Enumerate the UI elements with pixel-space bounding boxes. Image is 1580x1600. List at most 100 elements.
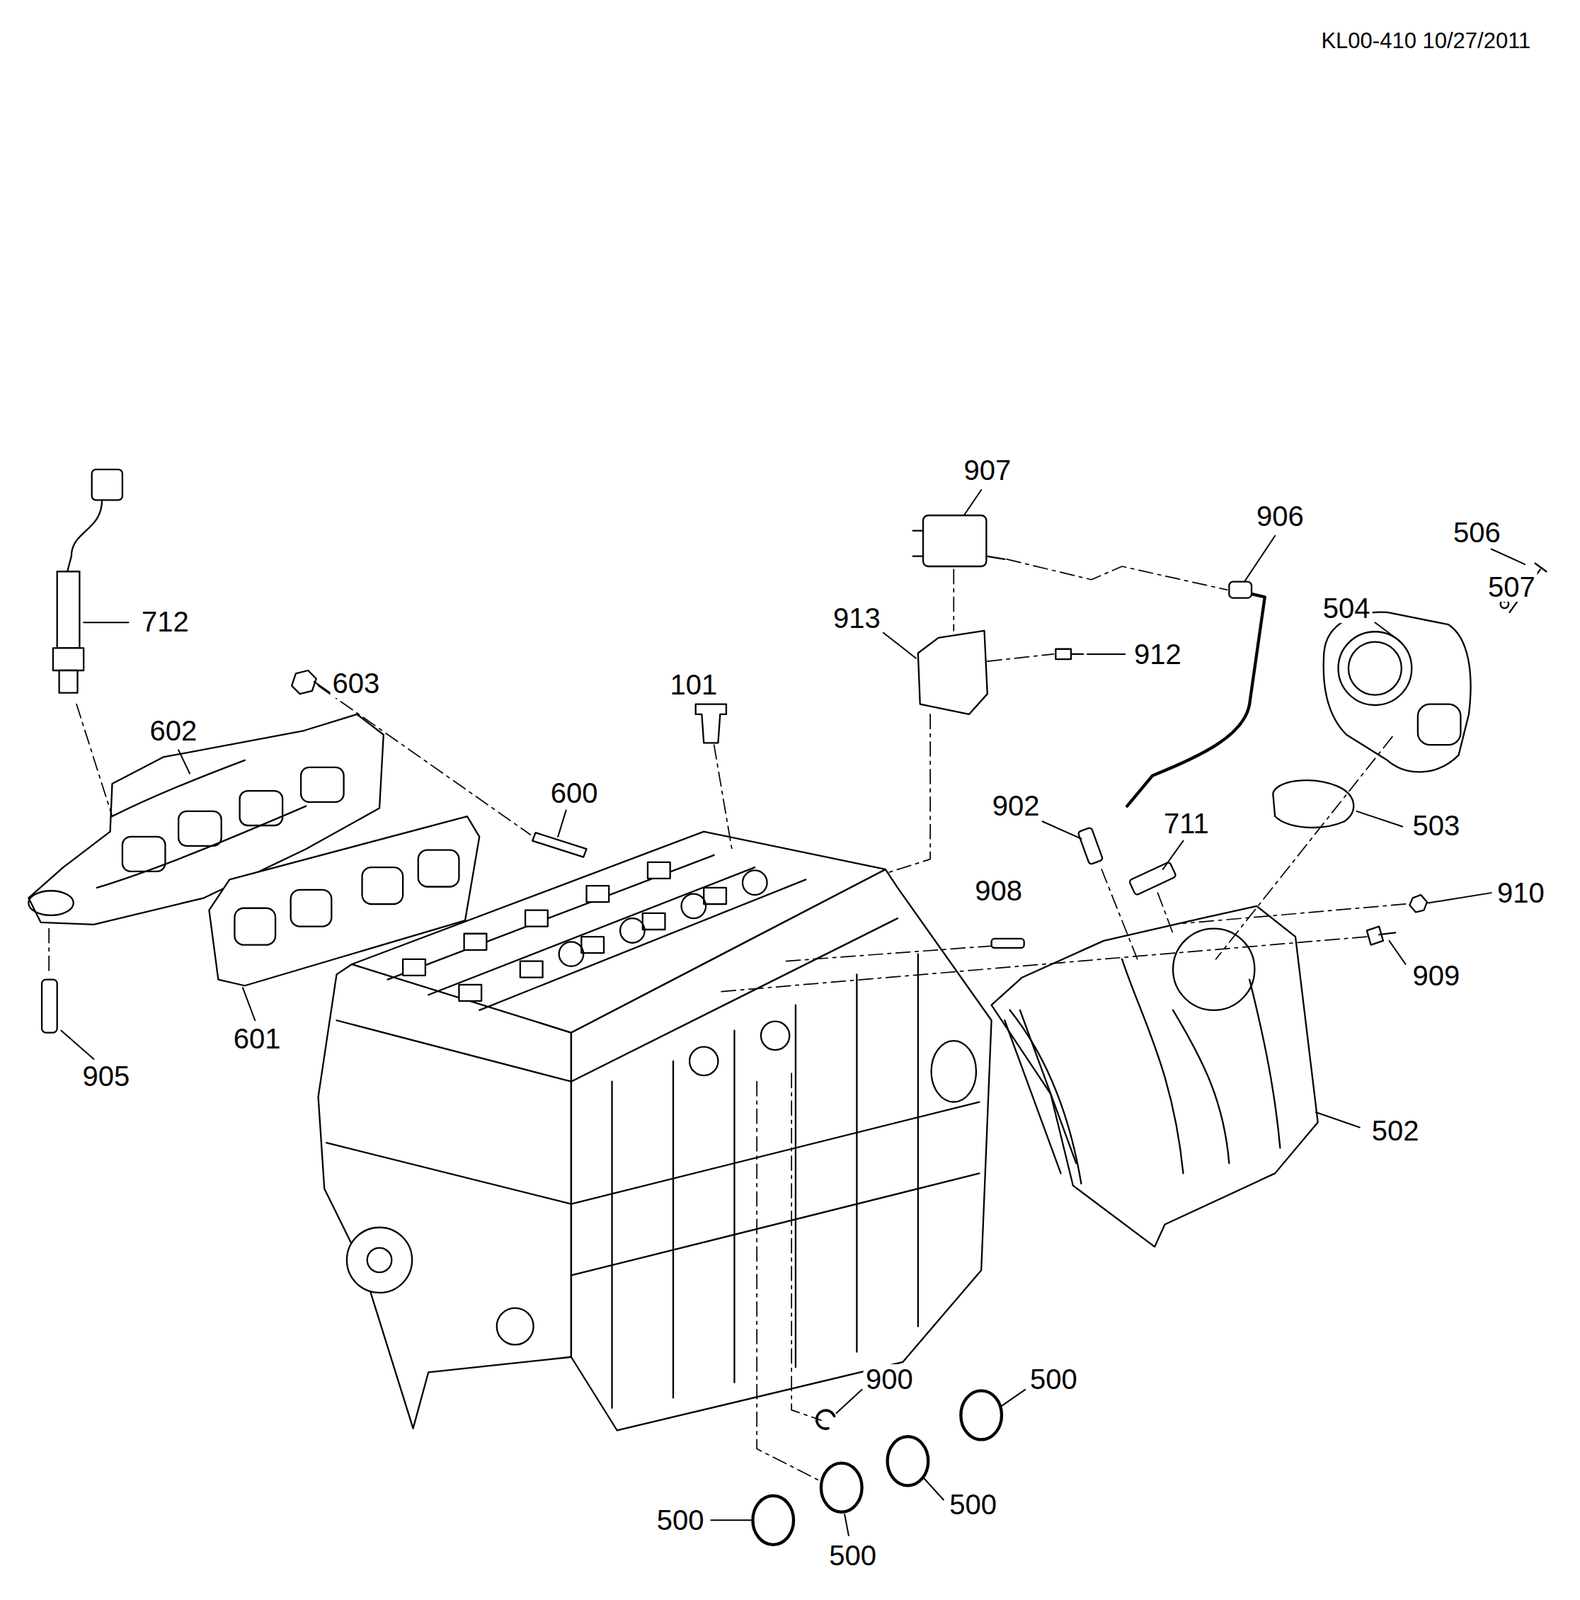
seal-ring [752, 1495, 794, 1545]
assembly-line [785, 943, 1021, 961]
oxygen-sensor [53, 469, 123, 694]
manifold-port [239, 790, 284, 826]
callout-number: 504 [1320, 593, 1373, 623]
throttle-opening [1172, 928, 1255, 1011]
pressure-sensor [1077, 826, 1103, 865]
leader-line [883, 632, 917, 659]
intake-runners [1010, 959, 1281, 1184]
callout-number: 712 [139, 606, 192, 637]
leader-line [1491, 549, 1526, 565]
solenoid [923, 515, 987, 567]
manifold-port [300, 767, 345, 803]
cam-cap [402, 959, 426, 976]
gasket-port [362, 867, 404, 904]
assembly-line [1157, 892, 1173, 934]
callout-number: 909 [1410, 960, 1462, 991]
leader-line [923, 1477, 944, 1501]
callout-number: 913 [831, 603, 883, 633]
pipe-fitting [1228, 581, 1252, 599]
assembly-line [1101, 869, 1137, 960]
drawing-code: KL00-410 10/27/2011 [1318, 29, 1533, 53]
gasket-port [418, 850, 460, 887]
callout-number: 500 [1027, 1364, 1080, 1394]
manifold-port [178, 811, 222, 846]
block-boss [931, 1040, 977, 1102]
callout-number: 900 [863, 1364, 916, 1394]
block-front [318, 964, 572, 1429]
callout-number: 910 [1495, 877, 1547, 908]
assembly-line [76, 704, 112, 817]
leader-line [1374, 622, 1400, 641]
callout-number: 711 [1161, 808, 1212, 839]
cam-cap [525, 910, 548, 927]
cam-cap [458, 984, 482, 1001]
leader-line [178, 749, 190, 774]
leader-line [60, 1030, 94, 1059]
leader-line [557, 809, 567, 837]
manifold-port [122, 836, 166, 872]
spark-well [620, 918, 645, 943]
assembly-line [318, 685, 531, 835]
bracket [918, 630, 988, 715]
leader-line [242, 987, 255, 1021]
sensor-connector [92, 469, 123, 500]
leader-line [1042, 821, 1082, 839]
throttle-plate [1348, 642, 1402, 696]
leader-line [1315, 1112, 1360, 1128]
callout-number: 600 [548, 777, 601, 808]
callout-number: 500 [826, 1540, 879, 1571]
intake-manifold [991, 906, 1319, 1247]
callout-number: 906 [1254, 501, 1307, 531]
assembly-line [1182, 903, 1406, 924]
callout-number: 908 [972, 875, 1025, 906]
bolt [1055, 649, 1084, 660]
assembly-line [756, 1081, 822, 1482]
assembly-line [1216, 736, 1393, 960]
solenoid-nipples [913, 530, 1006, 560]
assembly-line [987, 654, 1055, 662]
spark-well [681, 894, 707, 919]
leader-line [964, 489, 982, 516]
seal-ring [887, 1436, 929, 1486]
cap [695, 704, 727, 744]
callout-number: 503 [1410, 810, 1462, 841]
nut [291, 670, 317, 694]
intake-port [689, 1046, 718, 1076]
assembly-line [952, 569, 955, 631]
sensor-body [57, 571, 80, 648]
callout-number: 506 [1451, 517, 1503, 548]
crank-nose [496, 1308, 534, 1345]
sprocket-hub [367, 1248, 393, 1273]
exhaust-gasket [208, 816, 480, 986]
stud [41, 979, 58, 1033]
callout-number: 500 [654, 1504, 707, 1535]
stud-600 [532, 832, 587, 858]
sprocket [346, 1227, 412, 1293]
seal-ring [960, 1390, 1002, 1440]
leader-line [1244, 535, 1275, 582]
assembly-line [719, 936, 1367, 992]
callout-number: 507 [1485, 571, 1538, 602]
callout-number: 907 [961, 455, 1013, 485]
cam-cap [464, 933, 488, 950]
assembly-line [48, 928, 50, 975]
callout-number: 601 [231, 1023, 284, 1054]
cam-cap [520, 961, 543, 978]
intake-port [760, 1021, 790, 1050]
seal-ring [821, 1463, 863, 1513]
leader-lines [60, 489, 1525, 1536]
sensor-cable [67, 499, 102, 572]
leader-line [836, 1389, 863, 1413]
leader-line [1356, 811, 1403, 827]
callout-number: 502 [1369, 1115, 1422, 1146]
callout-number: 905 [79, 1061, 132, 1091]
assembly-line [791, 1073, 822, 1421]
leader-line [1389, 940, 1406, 965]
sensor-tip [59, 670, 78, 694]
leader-line [314, 681, 332, 694]
map-sensor [1129, 861, 1177, 896]
callout-number: 603 [330, 668, 383, 698]
cam-cap [581, 936, 604, 953]
